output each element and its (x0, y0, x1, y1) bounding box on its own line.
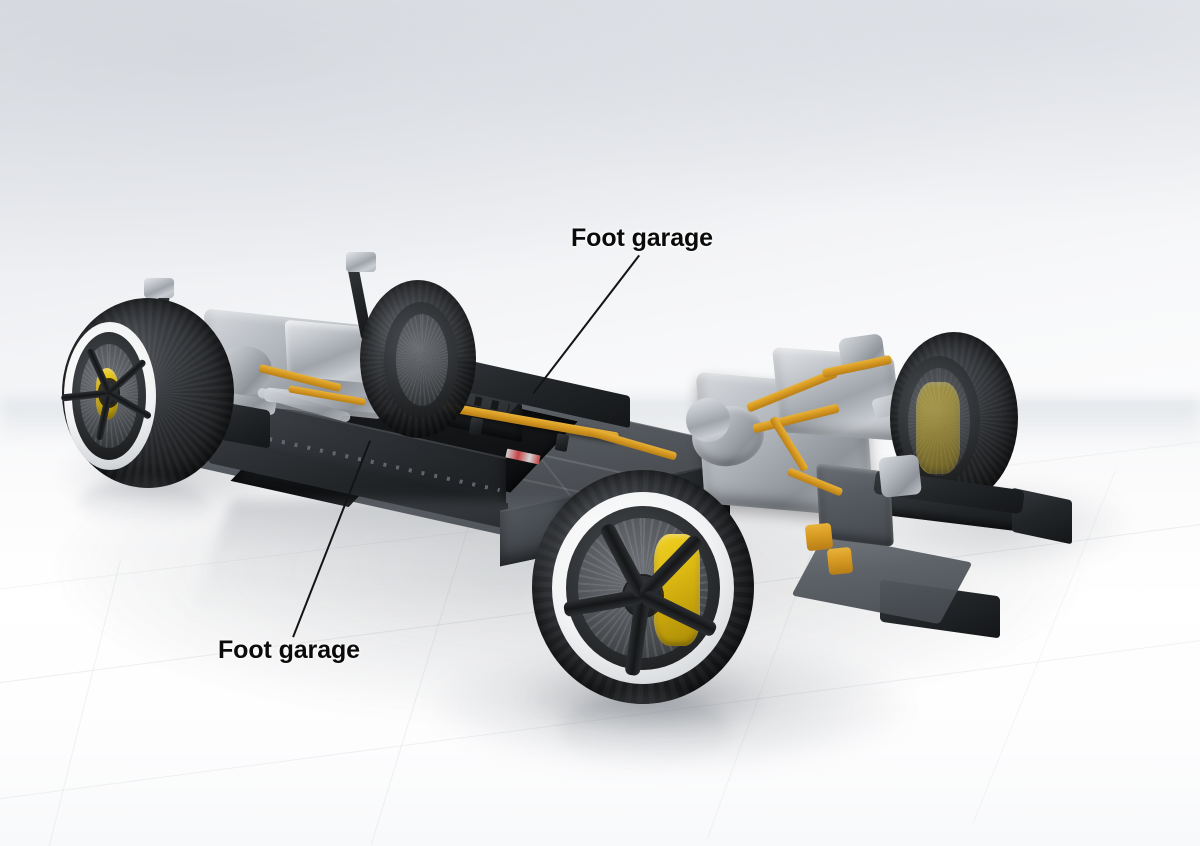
wheel-reflection (78, 480, 208, 528)
wheel-reflection (560, 694, 730, 764)
brake-disc (908, 368, 970, 476)
label-foot-garage-bottom: Foot garage (218, 636, 360, 664)
front-left-strut-top-mount (144, 278, 174, 298)
brake-disc (396, 314, 448, 406)
hv-connector-rear (826, 546, 854, 576)
front-right-strut-top-mount (346, 252, 376, 272)
hv-connector-rear (804, 522, 834, 552)
label-foot-garage-top: Foot garage (571, 224, 713, 252)
rear-hub-carrier (878, 454, 922, 498)
chassis-reflection (188, 500, 562, 620)
